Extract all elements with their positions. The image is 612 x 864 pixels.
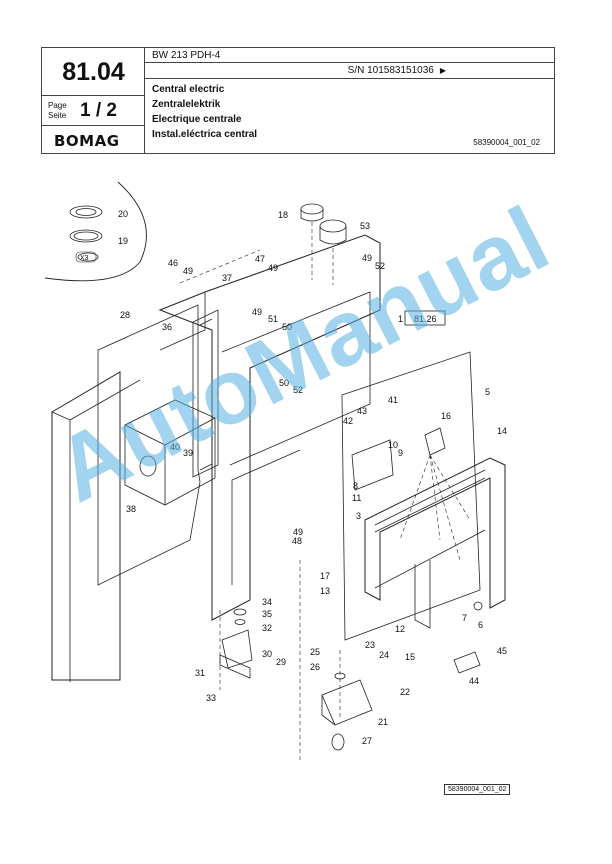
callout-number: 24	[379, 650, 389, 660]
callout-number: 50	[282, 322, 292, 332]
play-arrow-icon: ▶	[439, 66, 446, 75]
multiplier-label: X3	[80, 255, 89, 262]
callout-number: 25	[310, 647, 320, 657]
callout-number: 47	[255, 254, 265, 264]
callout-number: 20	[118, 209, 128, 219]
callout-number: 9	[398, 448, 403, 458]
callout-number: 37	[222, 273, 232, 283]
callout-number: 8	[353, 481, 358, 491]
callout-number: 17	[320, 571, 330, 581]
callout-number: 51	[268, 314, 278, 324]
callout-number: 13	[320, 586, 330, 596]
callout-number: 32	[262, 623, 272, 633]
reference-box-label: 81.26	[414, 314, 437, 324]
callout-number: 42	[343, 416, 353, 426]
brand-logo: BOMAG	[54, 132, 120, 150]
title-de: Zentralelektrik	[152, 99, 221, 110]
callout-number: 49	[362, 253, 372, 263]
callout-number: 27	[362, 736, 372, 746]
doc-number: 58390004_001_02	[473, 138, 540, 147]
callout-number: 12	[395, 624, 405, 634]
header-block: 81.04 Page Seite 1 / 2 BOMAG BW 213 PDH-…	[41, 47, 555, 154]
callout-number: 15	[405, 652, 415, 662]
callout-number: 28	[120, 310, 130, 320]
brand-row: BOMAG	[42, 125, 145, 154]
callout-number: 34	[262, 597, 272, 607]
title-fr: Electrique centrale	[152, 114, 242, 125]
page-number: 1 / 2	[80, 100, 117, 121]
callout-number: 45	[497, 646, 507, 656]
callout-number: 23	[365, 640, 375, 650]
callout-number: 33	[206, 693, 216, 703]
callout-number: 36	[162, 322, 172, 332]
callout-number: 31	[195, 668, 205, 678]
serial-number-row: S/N 101583151036 ▶	[145, 63, 554, 79]
callout-number: 39	[183, 448, 193, 458]
callout-number: 41	[388, 395, 398, 405]
callout-number: 18	[278, 210, 288, 220]
callout-number: 49	[293, 527, 303, 537]
callout-number: 1	[398, 314, 403, 324]
callout-number: 38	[126, 504, 136, 514]
callout-number: 29	[276, 657, 286, 667]
callout-number: 48	[292, 536, 302, 546]
callout-number: 19	[118, 236, 128, 246]
callout-number: 30	[262, 649, 272, 659]
callout-number: 46	[168, 258, 178, 268]
callout-number: 43	[357, 406, 367, 416]
page-label-en: Page	[48, 101, 67, 110]
callout-number: 49	[268, 263, 278, 273]
callout-number: 5	[485, 387, 490, 397]
callout-number: 6	[478, 620, 483, 630]
callout-number: 44	[469, 676, 479, 686]
callout-number: 26	[310, 662, 320, 672]
header-left-panel: 81.04 Page Seite 1 / 2 BOMAG	[42, 48, 145, 153]
callout-number: 52	[293, 385, 303, 395]
callout-number: 49	[252, 307, 262, 317]
callout-number: 7	[462, 613, 467, 623]
callout-number: 52	[375, 261, 385, 271]
section-number: 81.04	[42, 50, 145, 96]
model-name: BW 213 PDH-4	[145, 48, 554, 63]
title-en: Central electric	[152, 84, 225, 95]
title-es: Instal.eléctrica central	[152, 129, 258, 140]
footer-reference: 58390004_001_02	[444, 784, 511, 795]
callout-number: 22	[400, 687, 410, 697]
callout-number: 35	[262, 609, 272, 619]
title-list: Central electric Zentralelektrik Electri…	[152, 82, 257, 142]
callout-number: 21	[378, 717, 388, 727]
callout-number: 14	[497, 426, 507, 436]
callout-number: 10	[388, 440, 398, 450]
callout-number: 16	[441, 411, 451, 421]
callout-number: 53	[360, 221, 370, 231]
page-label-de: Seite	[48, 111, 67, 120]
callout-number: 49	[183, 266, 193, 276]
callout-number: 50	[279, 378, 289, 388]
callout-number: 3	[356, 511, 361, 521]
callout-number: 11	[352, 493, 361, 503]
exploded-parts-drawing: 81.26 X3 1356789101112131415161718192021…	[44, 181, 507, 760]
serial-number: S/N 101583151036	[347, 65, 434, 76]
callout-number: 40	[170, 442, 180, 452]
page-label: Page Seite	[48, 101, 67, 121]
reference-box	[404, 310, 446, 326]
